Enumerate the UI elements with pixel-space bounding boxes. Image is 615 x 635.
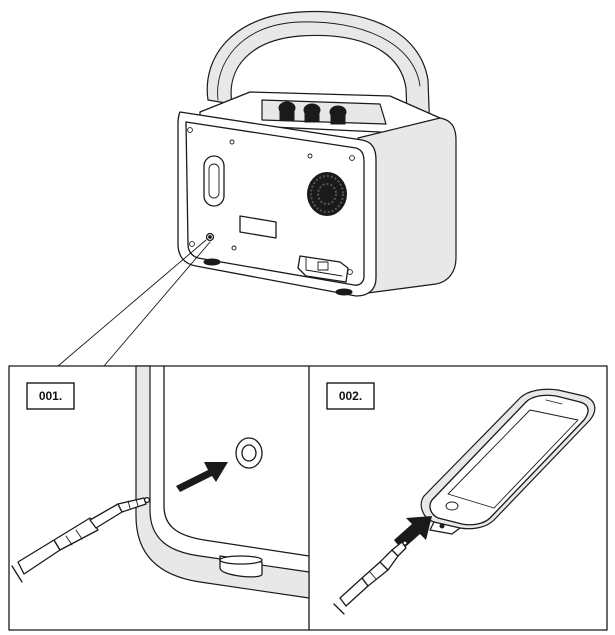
step-002-label: 002. <box>339 389 362 403</box>
audio-plug-001 <box>11 496 151 583</box>
step-001-badge <box>26 382 75 410</box>
step-001-label: 001. <box>39 389 62 403</box>
speaker-side <box>357 117 457 295</box>
speaker-corner-closeup <box>135 365 310 599</box>
aux-input-port <box>235 437 263 469</box>
zoom-callout <box>57 239 211 367</box>
control-knobs <box>278 101 347 125</box>
arrow-right-icon <box>176 462 228 492</box>
speaker-grille <box>307 172 347 216</box>
step-002-badge <box>326 382 375 410</box>
smartphone <box>420 388 596 535</box>
speaker-illustration <box>177 10 457 297</box>
speaker-back-panel <box>177 111 377 297</box>
step-002-panel: 002. <box>326 382 596 615</box>
audio-plug-002 <box>333 540 408 615</box>
step-001-panel: 001. <box>11 365 310 599</box>
